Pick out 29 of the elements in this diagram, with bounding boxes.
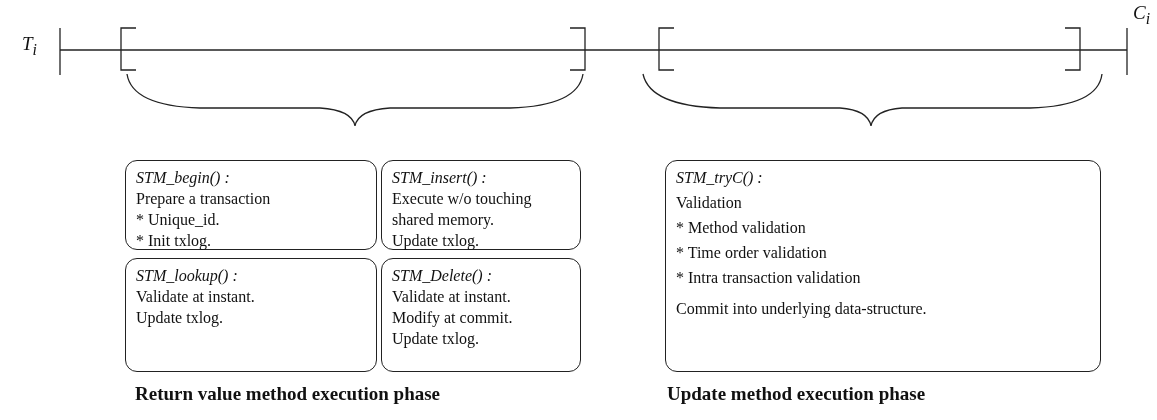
time-label: C$_{i}$ [1133, 2, 1151, 28]
description-text: Validation [676, 193, 743, 213]
description-text: * Intra transaction validation [676, 268, 862, 288]
description-text: * Time order validation [676, 243, 828, 263]
phase-caption: Return value method execution phase [135, 383, 441, 405]
description-text: * Unique_id. [136, 210, 221, 230]
description-text: * Init txlog. [136, 231, 213, 251]
description-text: Commit into underlying data-structure. [676, 299, 928, 319]
description-text: Prepare a transaction [136, 189, 272, 209]
function-box [381, 258, 581, 372]
function-name: STM_insert() : [392, 168, 488, 188]
description-text: Update txlog. [136, 308, 225, 328]
phase-caption: Update method execution phase [667, 383, 926, 405]
description-text: Update txlog. [392, 231, 481, 251]
description-text: Validate at instant. [136, 287, 256, 307]
description-text: Execute w/o touching shared memory. [392, 189, 533, 230]
description-text: Update txlog. [392, 329, 481, 349]
description-text: Modify at commit. [392, 308, 514, 328]
description-text: * Method validation [676, 218, 807, 238]
function-name: STM_lookup() : [136, 266, 239, 286]
function-name: STM_Delete() : [392, 266, 493, 286]
function-name: STM_tryC() : [676, 168, 764, 188]
function-box [125, 160, 377, 250]
function-box [125, 258, 377, 372]
function-box [381, 160, 581, 250]
function-box [665, 160, 1101, 372]
time-label: T$_{i}$ [22, 33, 37, 59]
function-name: STM_begin() : [136, 168, 231, 188]
description-text: Validate at instant. [392, 287, 512, 307]
